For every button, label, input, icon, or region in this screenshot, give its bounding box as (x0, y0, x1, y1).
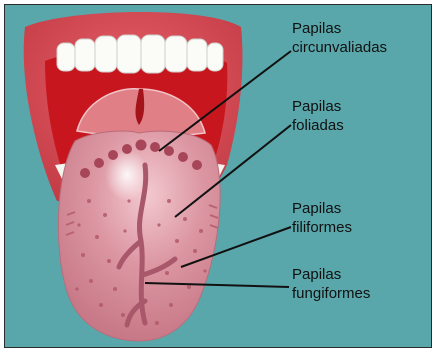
label-foliadas-line1: Papilas (292, 97, 344, 116)
label-fungiformes: Papilas fungiformes (292, 265, 370, 303)
label-filiformes-line1: Papilas (292, 199, 352, 218)
label-circunvaliadas-line2: circunvaliadas (292, 38, 387, 57)
label-filiformes: Papilas filiformes (292, 199, 352, 237)
label-foliadas-line2: foliadas (292, 116, 344, 135)
label-circunvaliadas-line1: Papilas (292, 19, 387, 38)
label-fungiformes-line2: fungiformes (292, 284, 370, 303)
diagram-frame: Papilas circunvaliadas Papilas foliadas … (4, 4, 432, 348)
upper-teeth (57, 35, 223, 73)
label-foliadas: Papilas foliadas (292, 97, 344, 135)
label-circunvaliadas: Papilas circunvaliadas (292, 19, 387, 57)
label-fungiformes-line1: Papilas (292, 265, 370, 284)
label-filiformes-line2: filiformes (292, 218, 352, 237)
